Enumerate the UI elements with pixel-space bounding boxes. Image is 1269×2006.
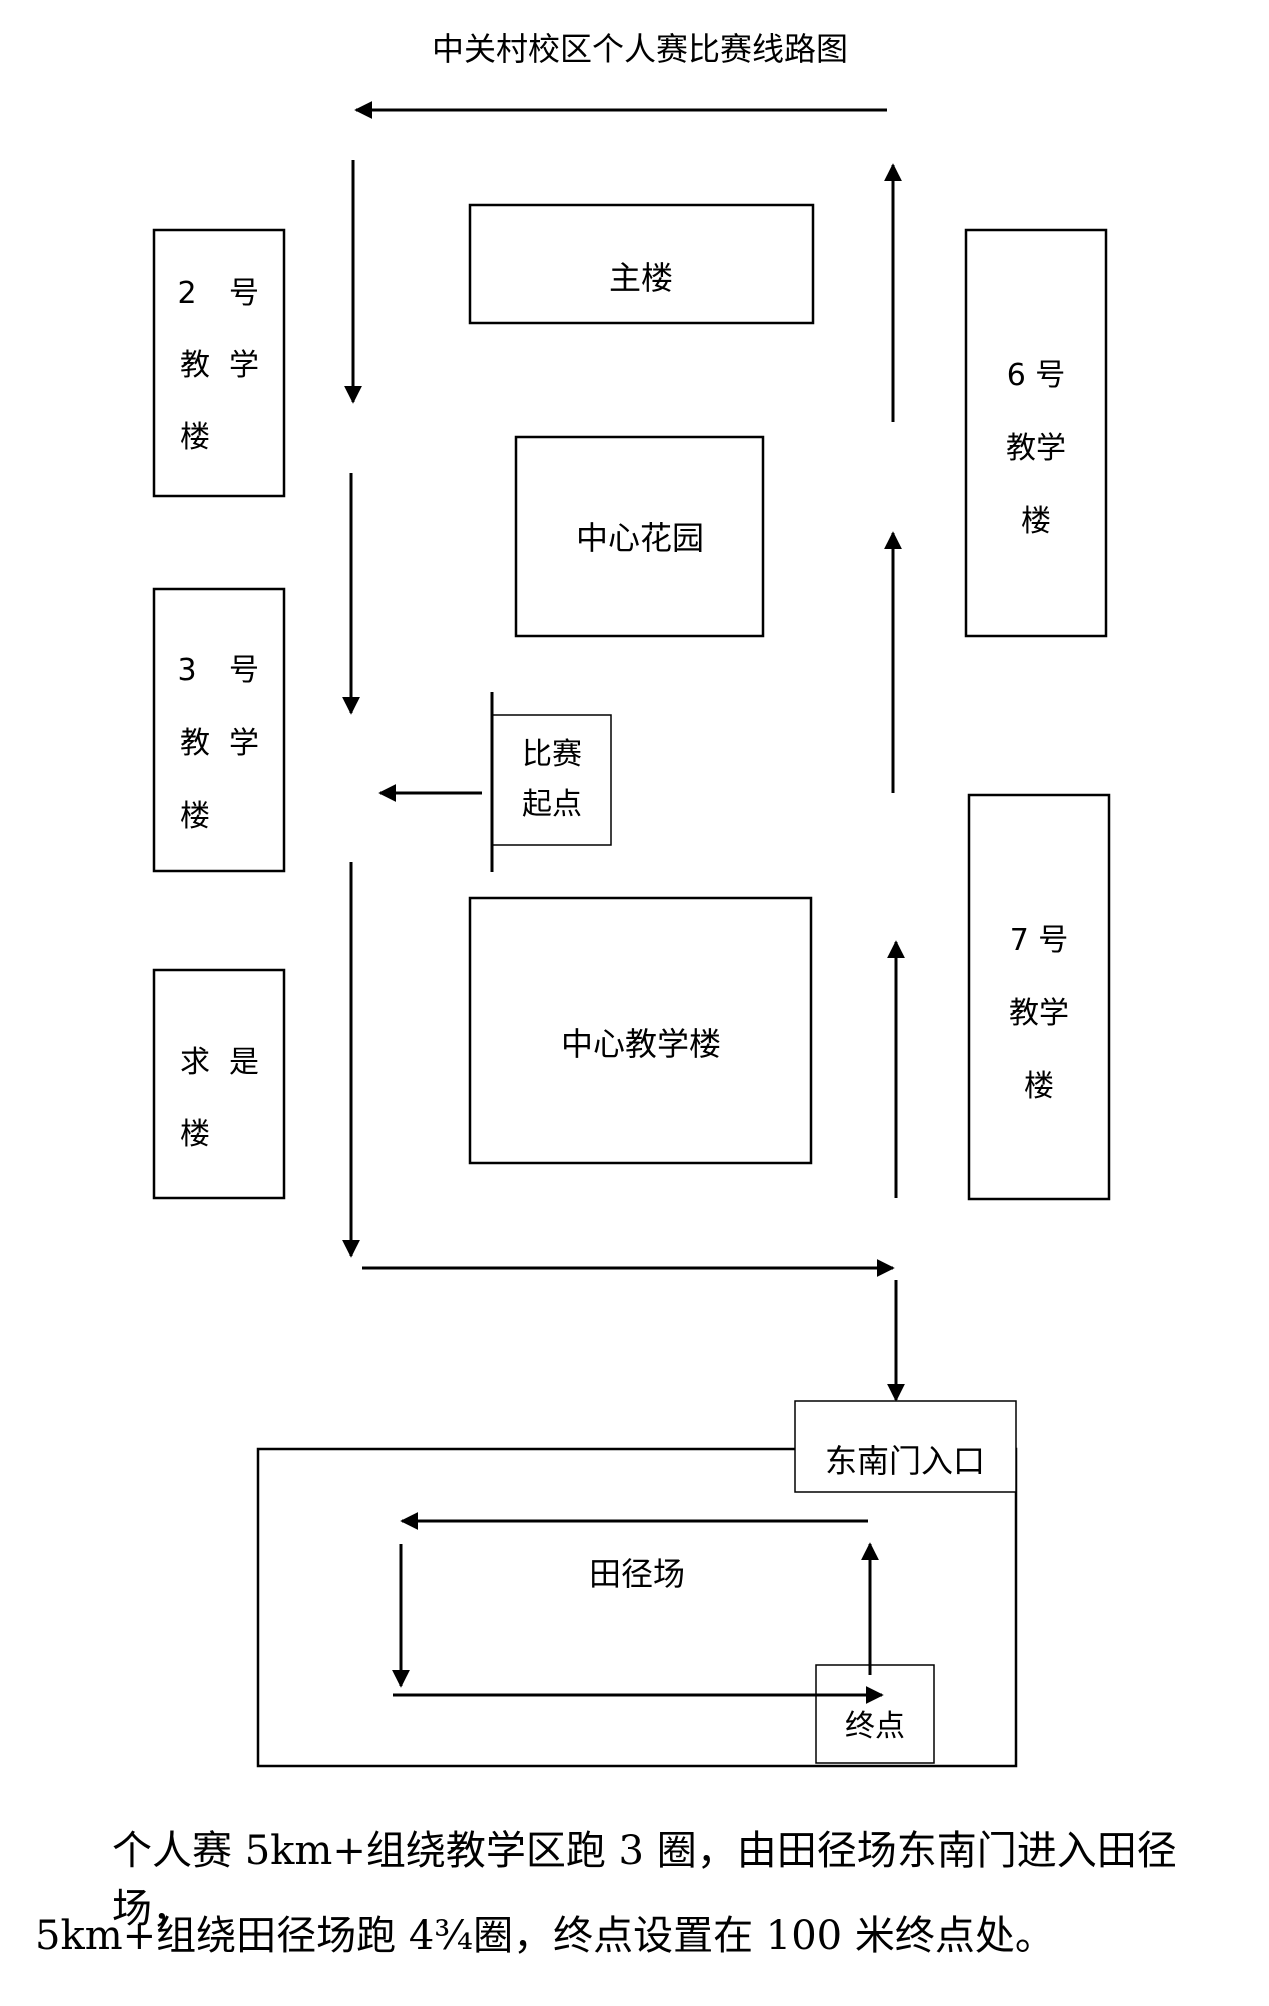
building-6-box <box>964 228 1108 638</box>
building-7-box <box>967 793 1111 1201</box>
building-2-char: 2 <box>177 276 196 311</box>
building-2-char: 学 <box>229 348 259 383</box>
building-3-char: 3 <box>177 653 196 688</box>
building-2-box <box>152 228 286 498</box>
start-label-line: 比赛 <box>522 737 582 772</box>
diagram-title: 中关村校区个人赛比赛线路图 <box>432 30 848 68</box>
building-6-line: 楼 <box>1021 504 1051 539</box>
building-3-box <box>152 587 286 873</box>
main-building-label: 主楼 <box>609 259 673 297</box>
garden-box <box>514 435 765 638</box>
caption-line-1: 个人赛 5km+组绕教学区跑 3 圈，由田径场东南门进入田径场， <box>112 1828 1177 1932</box>
building-3-char: 楼 <box>180 799 210 834</box>
building-7-line: 教学 <box>1009 996 1069 1031</box>
track-field-box <box>256 1447 1018 1768</box>
building-3-char: 号 <box>229 653 259 688</box>
start-label-line: 起点 <box>522 787 582 822</box>
qiushi-building-char: 是 <box>229 1045 259 1080</box>
finish-label: 终点 <box>845 1709 905 1744</box>
building-2-char: 号 <box>229 276 259 311</box>
center-teaching-box <box>468 896 813 1165</box>
main-building-box <box>468 203 815 325</box>
southeast-gate-box <box>794 1400 1017 1493</box>
finish-box <box>815 1664 935 1764</box>
building-3-char: 学 <box>229 726 259 761</box>
track-field-label: 田径场 <box>589 1555 685 1593</box>
qiushi-building-char: 求 <box>180 1045 210 1080</box>
building-7-line: 楼 <box>1024 1069 1054 1104</box>
qiushi-building-char: 楼 <box>180 1117 210 1152</box>
building-2-char: 教 <box>180 348 210 383</box>
caption-line-2: 5km+组绕田径场跑 4¾圈，终点设置在 100 米终点处。 <box>35 1913 1055 1959</box>
building-2-char: 楼 <box>180 420 210 455</box>
building-6-line: 教学 <box>1006 431 1066 466</box>
center-teaching-label: 中心教学楼 <box>561 1025 721 1063</box>
building-7-line: 7 号 <box>1010 923 1069 958</box>
start-box <box>491 714 612 846</box>
building-3-char: 教 <box>180 726 210 761</box>
southeast-gate-label: 东南门入口 <box>825 1442 985 1480</box>
qiushi-building-box <box>152 968 286 1200</box>
building-6-line: 6 号 <box>1007 358 1066 393</box>
garden-label: 中心花园 <box>576 519 704 557</box>
